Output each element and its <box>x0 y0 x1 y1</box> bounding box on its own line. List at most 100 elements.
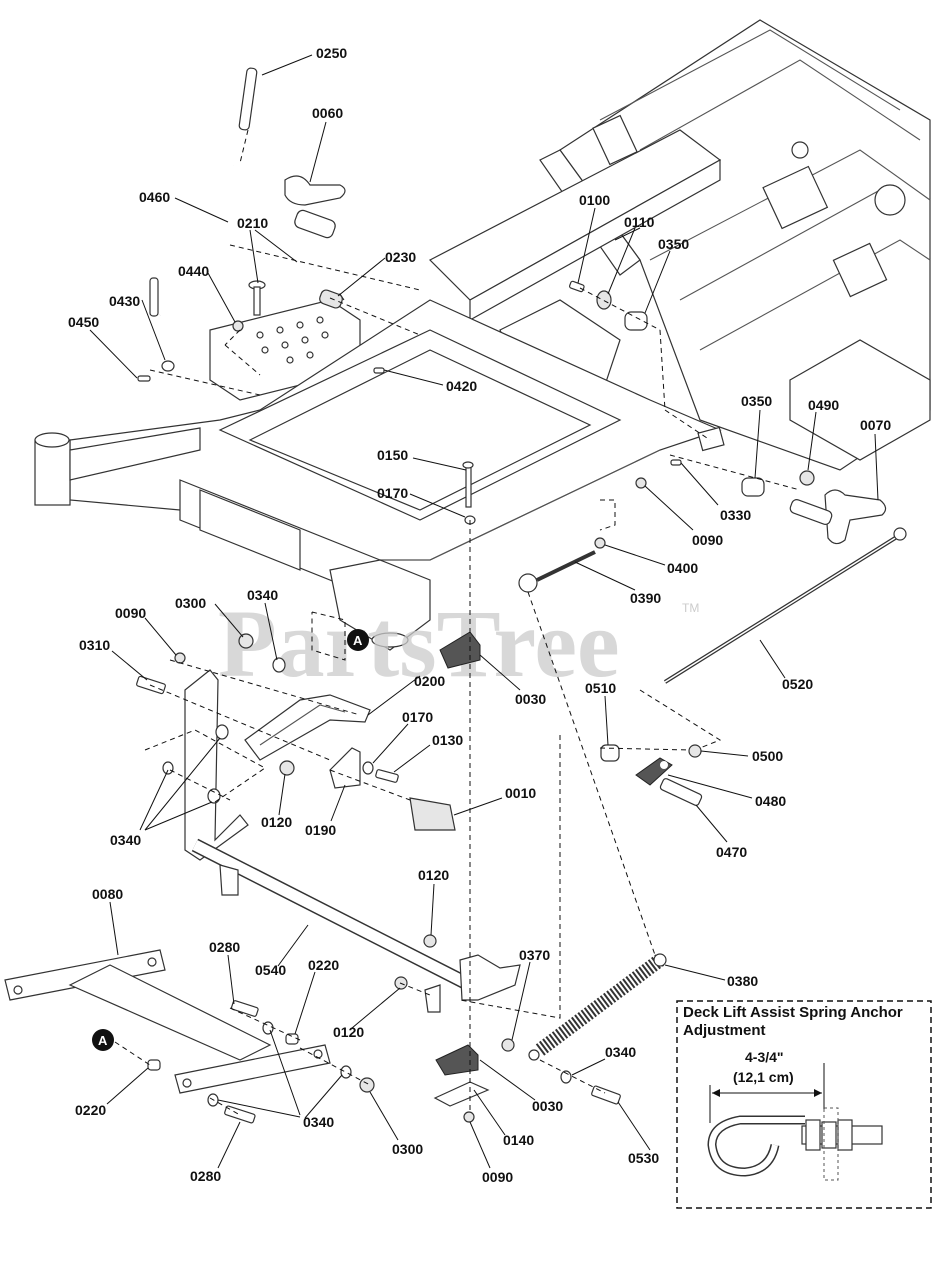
label-0200: 0200 <box>414 673 445 689</box>
callout-marker-a-lower: A <box>92 1029 114 1051</box>
label-0210: 0210 <box>237 215 268 231</box>
label-0110: 0110 <box>624 214 655 230</box>
label-0140: 0140 <box>503 1132 534 1148</box>
part-0210-clevis-pin <box>248 280 266 316</box>
label-0400: 0400 <box>667 560 698 576</box>
part-0300-nut-lower <box>359 1077 375 1093</box>
label-0420: 0420 <box>446 378 477 394</box>
part-0100-bolt <box>569 280 585 293</box>
callout-marker-a-upper: A <box>347 629 369 651</box>
label-0330: 0330 <box>720 507 751 523</box>
label-0130: 0130 <box>432 732 463 748</box>
svg-text:A: A <box>353 633 363 648</box>
part-0400-nut <box>594 537 606 549</box>
label-0120-lower-a: 0120 <box>418 867 449 883</box>
label-0370: 0370 <box>519 947 550 963</box>
label-0100: 0100 <box>579 192 610 208</box>
label-0470: 0470 <box>716 844 747 860</box>
part-0380-assist-spring <box>528 953 667 1061</box>
foot-plate-holes <box>256 316 329 364</box>
parts-tree-watermark: PartsTree <box>218 590 620 697</box>
inset-title-line-2: Adjustment <box>683 1022 766 1039</box>
label-0520: 0520 <box>782 676 813 692</box>
part-0010-pedal-pad <box>409 797 456 831</box>
part-0460-lever <box>149 164 236 318</box>
part-0060-pedal-arm <box>284 175 346 239</box>
label-0390: 0390 <box>630 590 661 606</box>
part-0350-bushing-lower <box>741 477 765 497</box>
inset-dimension-metric: (12,1 cm) <box>733 1069 794 1085</box>
part-0250-handle-grip <box>238 67 258 131</box>
label-0380: 0380 <box>727 973 758 989</box>
label-0080: 0080 <box>92 886 123 902</box>
part-0130-bolt <box>375 769 399 783</box>
label-0450: 0450 <box>68 314 99 330</box>
label-0220-upper: 0220 <box>308 957 339 973</box>
part-0090-nut-lower <box>463 1111 475 1123</box>
label-0350-lower: 0350 <box>741 393 772 409</box>
part-0470-bolt <box>659 778 703 806</box>
part-0340-washer-lower-b <box>340 1065 352 1079</box>
part-0200-pedal-assembly <box>244 694 371 761</box>
label-0230: 0230 <box>385 249 416 265</box>
part-0520-lift-rod <box>663 527 907 684</box>
label-0460: 0460 <box>139 189 170 205</box>
part-0490-nut <box>799 470 815 486</box>
part-0330-pin <box>670 459 682 466</box>
inset-dimension-imperial: 4-3/4" <box>745 1049 784 1065</box>
label-0340-lower-right: 0340 <box>605 1044 636 1060</box>
part-0440-nut <box>232 320 244 332</box>
part-0420-screw <box>373 367 385 374</box>
label-0340-left: 0340 <box>110 832 141 848</box>
part-0350-bushing-upper <box>624 311 648 331</box>
leader-lines <box>89 54 879 1169</box>
label-0190: 0190 <box>305 822 336 838</box>
label-0530: 0530 <box>628 1150 659 1166</box>
part-0120-nut-mid <box>279 760 295 776</box>
eye-bolt-illustration <box>707 1107 883 1181</box>
label-0250: 0250 <box>316 45 347 61</box>
part-0220-spacer-lower <box>147 1059 161 1071</box>
part-0120-nut-lower-a <box>423 934 437 948</box>
label-0030-lower: 0030 <box>532 1098 563 1114</box>
part-0500-nut <box>688 744 702 758</box>
part-0300-nut-upper <box>238 633 254 649</box>
trademark-symbol: TM <box>682 601 699 615</box>
part-0480-rod-end <box>635 757 673 786</box>
part-0170-washer-mid <box>362 761 374 775</box>
label-0280-upper: 0280 <box>209 939 240 955</box>
label-0500: 0500 <box>752 748 783 764</box>
part-0340-washer-upper <box>272 657 286 673</box>
label-0090-upper: 0090 <box>692 532 723 548</box>
part-0430-washer <box>161 360 175 372</box>
part-0090-nut-left <box>174 652 186 664</box>
part-0090-nut-upper <box>635 477 647 489</box>
part-0070-bell-crank <box>789 489 887 545</box>
part-0530-bolt <box>591 1085 621 1105</box>
part-0390-eye-bolt <box>518 550 596 593</box>
inset-title-line-1: Deck Lift Assist Spring Anchor <box>683 1004 903 1021</box>
label-0300-upper: 0300 <box>175 595 206 611</box>
part-0080-deck-lift-arm <box>4 949 331 1094</box>
label-0170-mid: 0170 <box>402 709 433 725</box>
part-0280-bolt-upper <box>231 1000 259 1017</box>
label-0510: 0510 <box>585 680 616 696</box>
svg-text:A: A <box>98 1033 108 1048</box>
part-0220-spacer-upper <box>285 1033 299 1045</box>
label-0090-lower: 0090 <box>482 1169 513 1185</box>
label-0150: 0150 <box>377 447 408 463</box>
part-0140-plate <box>433 1081 490 1107</box>
label-0300-lower: 0300 <box>392 1141 423 1157</box>
part-0370-nut <box>501 1038 515 1052</box>
part-0540-lift-shaft <box>191 838 521 1013</box>
alignment-lines <box>114 129 801 1116</box>
label-0090-left: 0090 <box>115 605 146 621</box>
label-0350-upper: 0350 <box>658 236 689 252</box>
label-0480: 0480 <box>755 793 786 809</box>
part-0280-bolt-lower <box>224 1105 256 1124</box>
part-0510-spacer <box>600 744 620 762</box>
part-0450-bolt <box>137 375 151 382</box>
label-0070: 0070 <box>860 417 891 433</box>
part-left-plate <box>162 669 249 861</box>
